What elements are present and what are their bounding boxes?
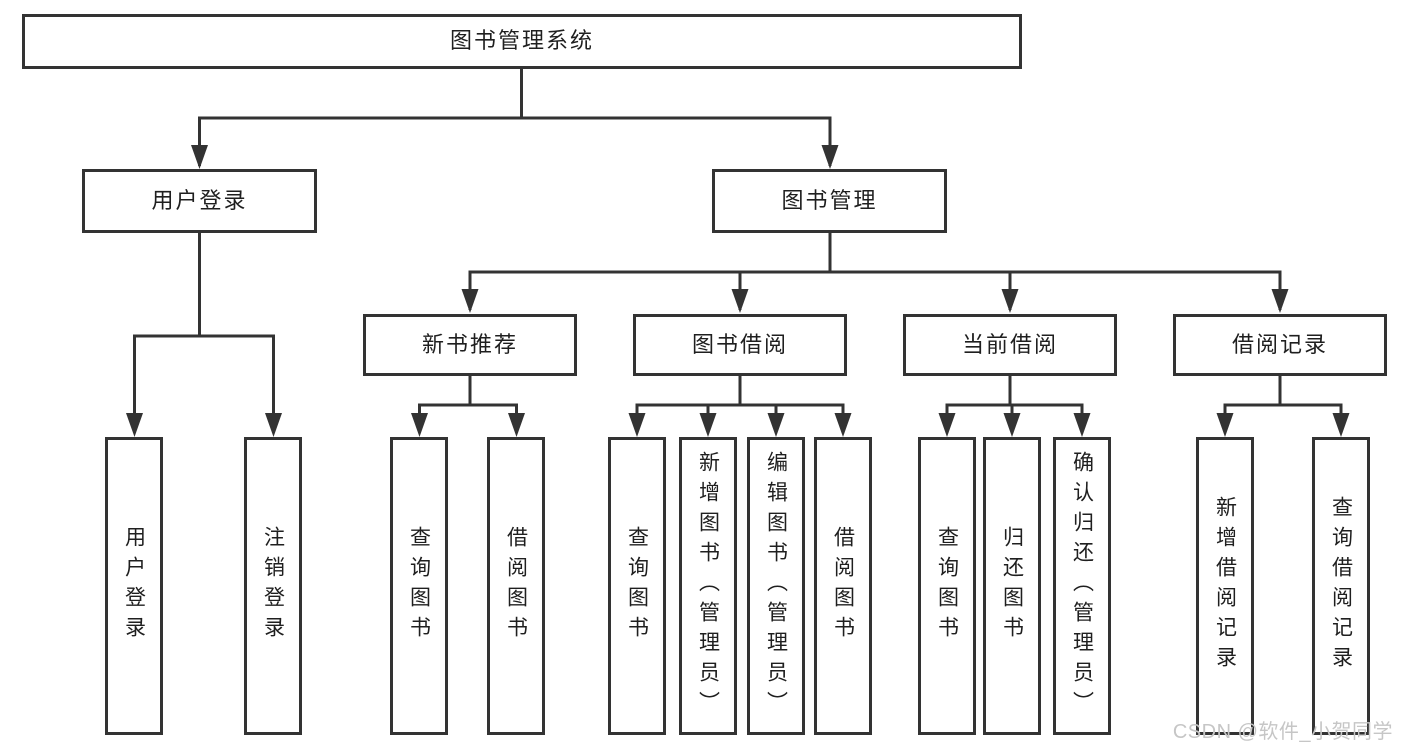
node-label: 用户登录 xyxy=(151,187,248,213)
node-user-login: 用户登录 xyxy=(82,169,317,233)
node-label: 编辑图书（管理员） xyxy=(764,451,788,721)
node-label: 用户登录 xyxy=(122,526,146,646)
leaf-add-borrow-record: 新增借阅记录 xyxy=(1196,437,1254,735)
leaf-query-books-current: 查询图书 xyxy=(918,437,976,735)
node-label: 归还图书 xyxy=(1000,526,1024,646)
node-label: 新书推荐 xyxy=(421,331,518,357)
watermark: CSDN @软件_小贺同学 xyxy=(1172,721,1393,743)
node-label: 当前借阅 xyxy=(961,331,1058,357)
node-borrowing-records: 借阅记录 xyxy=(1173,314,1387,376)
node-label: 查询图书 xyxy=(407,526,431,646)
node-label: 新增图书（管理员） xyxy=(696,451,720,721)
node-label: 查询图书 xyxy=(625,526,649,646)
leaf-return-books: 归还图书 xyxy=(983,437,1041,735)
node-label: 图书借阅 xyxy=(691,331,788,357)
node-new-book-recommend: 新书推荐 xyxy=(363,314,577,376)
leaf-add-book-admin: 新增图书（管理员） xyxy=(679,437,737,735)
leaf-borrow-books-borrowing: 借阅图书 xyxy=(814,437,872,735)
node-label: 查询图书 xyxy=(935,526,959,646)
node-label: 查询借阅记录 xyxy=(1329,496,1353,676)
node-book-borrowing: 图书借阅 xyxy=(633,314,847,376)
node-label: 借阅图书 xyxy=(504,526,528,646)
leaf-confirm-return-admin: 确认归还（管理员） xyxy=(1053,437,1111,735)
leaf-query-books-borrowing: 查询图书 xyxy=(608,437,666,735)
node-label: 新增借阅记录 xyxy=(1213,496,1237,676)
node-label: 借阅记录 xyxy=(1231,331,1328,357)
node-label: 确认归还（管理员） xyxy=(1070,451,1094,721)
leaf-query-borrow-record: 查询借阅记录 xyxy=(1312,437,1370,735)
leaf-logout: 注销登录 xyxy=(244,437,302,735)
node-label: 图书管理系统 xyxy=(449,28,594,54)
node-label: 图书管理 xyxy=(781,187,878,213)
leaf-user-login: 用户登录 xyxy=(105,437,163,735)
node-label: 注销登录 xyxy=(261,526,285,646)
node-book-management: 图书管理 xyxy=(712,169,947,233)
node-current-borrowing: 当前借阅 xyxy=(903,314,1117,376)
leaf-borrow-books-recommend: 借阅图书 xyxy=(487,437,545,735)
leaf-edit-book-admin: 编辑图书（管理员） xyxy=(747,437,805,735)
node-label: 借阅图书 xyxy=(831,526,855,646)
leaf-query-books-recommend: 查询图书 xyxy=(390,437,448,735)
node-library-management-system: 图书管理系统 xyxy=(22,14,1022,69)
